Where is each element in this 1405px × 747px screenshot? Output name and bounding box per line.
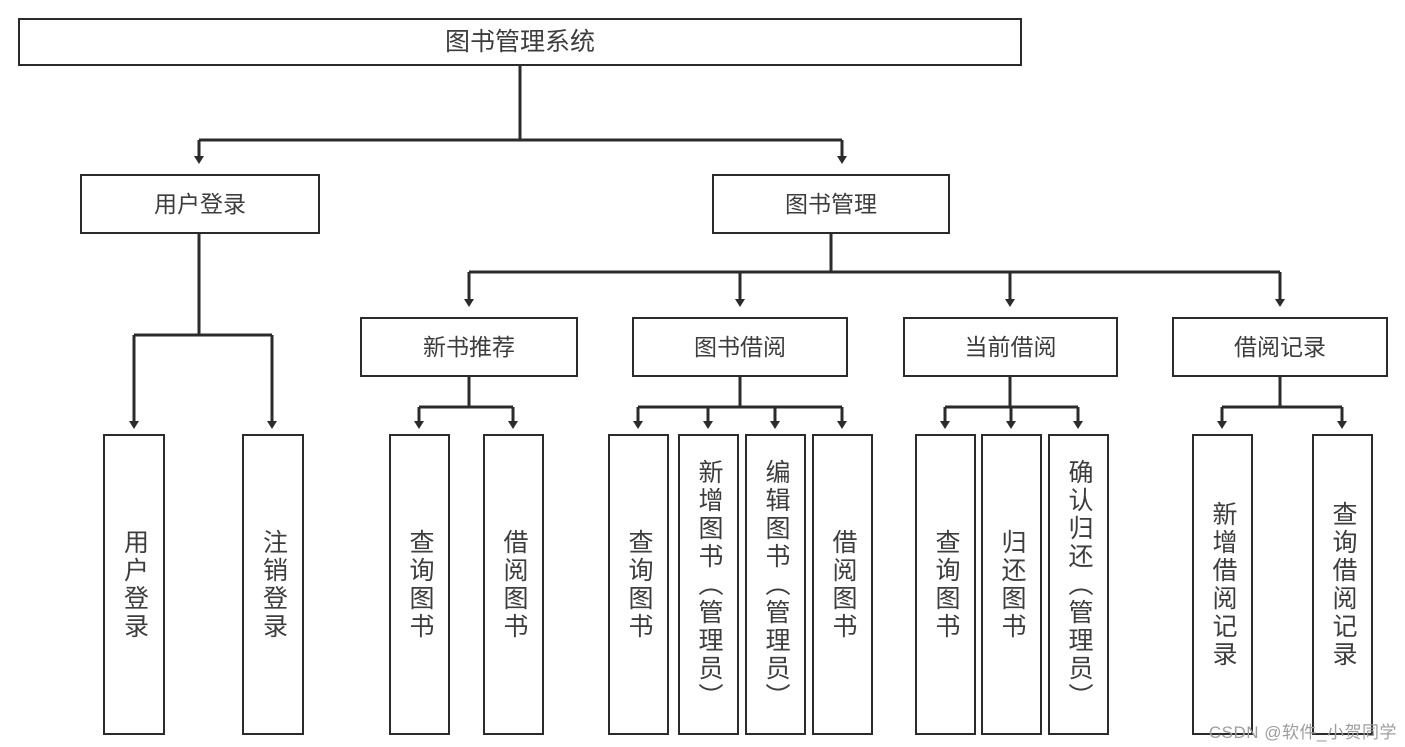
node-new-book-recommend[interactable]: 新书推荐 <box>360 317 578 377</box>
node-label: 查询图书 <box>932 528 960 641</box>
node-label: 编辑图书（管理员） <box>762 458 790 711</box>
node-root-system[interactable]: 图书管理系统 <box>18 18 1022 66</box>
node-label: 查询图书 <box>625 528 653 641</box>
node-label: 新书推荐 <box>423 333 515 360</box>
node-label: 确认归还（管理员） <box>1065 458 1093 711</box>
leaf-recommend-query-book[interactable]: 查询图书 <box>389 434 450 735</box>
node-borrow-record[interactable]: 借阅记录 <box>1172 317 1388 377</box>
leaf-current-return-book[interactable]: 归还图书 <box>981 434 1042 735</box>
node-label: 借阅记录 <box>1234 333 1326 360</box>
leaf-borrow-add-book-admin[interactable]: 新增图书（管理员） <box>678 434 739 735</box>
leaf-recommend-borrow-book[interactable]: 借阅图书 <box>483 434 544 735</box>
node-current-borrow[interactable]: 当前借阅 <box>903 317 1118 377</box>
leaf-borrow-query-book[interactable]: 查询图书 <box>608 434 669 735</box>
node-label: 图书管理 <box>785 190 877 217</box>
node-label: 归还图书 <box>998 528 1026 641</box>
node-label: 用户登录 <box>154 190 246 217</box>
node-label: 借阅图书 <box>829 528 857 641</box>
leaf-borrow-edit-book-admin[interactable]: 编辑图书（管理员） <box>745 434 806 735</box>
leaf-record-query-record[interactable]: 查询借阅记录 <box>1312 434 1373 735</box>
node-label: 图书管理系统 <box>444 27 595 56</box>
leaf-current-confirm-return-admin[interactable]: 确认归还（管理员） <box>1048 434 1109 735</box>
node-label: 借阅图书 <box>500 528 528 641</box>
watermark-text: CSDN @软件_小贺同学 <box>1208 723 1397 742</box>
leaf-borrow-borrow-book[interactable]: 借阅图书 <box>812 434 873 735</box>
node-label: 新增图书（管理员） <box>695 458 723 711</box>
node-book-borrow[interactable]: 图书借阅 <box>632 317 848 377</box>
node-label: 注销登录 <box>259 528 288 641</box>
leaf-user-login-signin[interactable]: 用户登录 <box>103 434 165 735</box>
node-label: 新增借阅记录 <box>1209 500 1237 669</box>
node-label: 查询图书 <box>406 528 434 641</box>
node-label: 图书借阅 <box>694 333 786 360</box>
leaf-record-add-record[interactable]: 新增借阅记录 <box>1192 434 1253 735</box>
node-label: 查询借阅记录 <box>1329 500 1357 669</box>
node-label: 当前借阅 <box>964 333 1057 360</box>
node-book-management[interactable]: 图书管理 <box>712 174 950 234</box>
leaf-user-login-signout[interactable]: 注销登录 <box>242 434 304 735</box>
node-label: 用户登录 <box>120 528 149 641</box>
leaf-current-query-book[interactable]: 查询图书 <box>915 434 976 735</box>
node-user-login[interactable]: 用户登录 <box>80 174 320 234</box>
